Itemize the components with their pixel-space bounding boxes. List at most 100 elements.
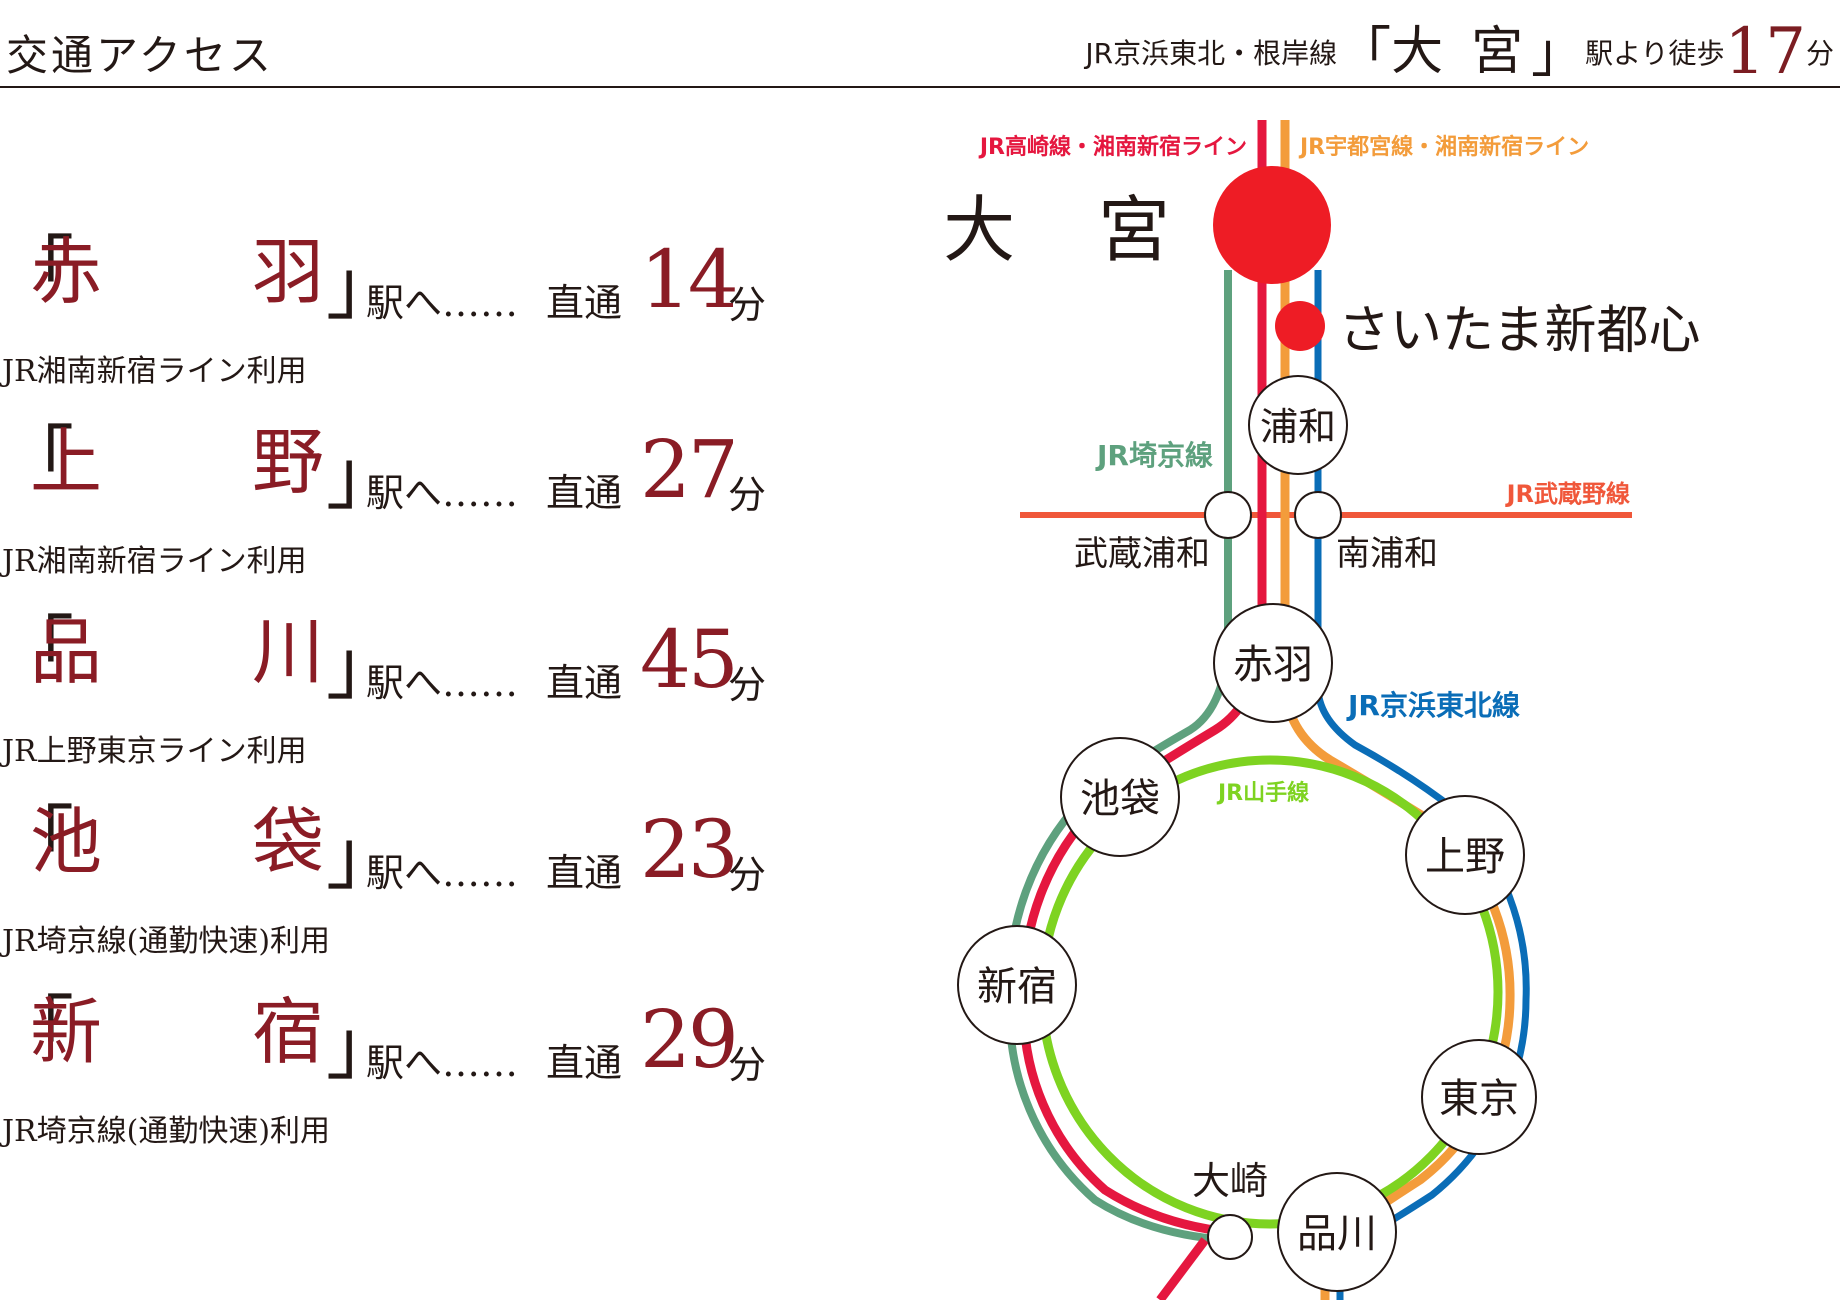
keihin-tohoku-line [1314, 270, 1530, 1300]
route-note: JR上野東京ライン利用 [2, 734, 307, 769]
station-char-2: 羽 [252, 230, 325, 314]
destination-shinagawa: 「 品 川 」 駅へ…… 直通 45 分 JR上野東京ライン利用 [0, 602, 780, 782]
ueno-station-marker [1405, 795, 1525, 915]
bracket-close: 」 [326, 624, 400, 710]
route-note: JR湘南新宿ライン利用 [2, 354, 307, 389]
takasaki-line-south [1156, 1237, 1209, 1300]
header-bracket-open: 「 [1337, 21, 1392, 84]
station-char-2: 宿 [252, 990, 325, 1074]
direct-label: 直通 [546, 661, 623, 705]
osaki-station-label: 大崎 [1192, 1159, 1268, 1203]
to-station-text: 駅へ…… [366, 1041, 519, 1085]
bracket-open: 「 [0, 608, 74, 694]
shinjuku-station-label: 新宿 [977, 964, 1057, 1010]
to-station-text: 駅へ…… [366, 471, 519, 515]
ueno-station-label: 上野 [1425, 834, 1505, 880]
destination-shinjuku: 「 新 宿 」 駅へ…… 直通 29 分 JR埼京線(通勤快速)利用 [0, 982, 780, 1162]
tokyo-station-label: 東京 [1439, 1076, 1519, 1122]
destination-akabane: 「 赤 羽 」 駅へ…… 直通 14 分 JR湘南新宿ライン利用 [0, 222, 780, 402]
ikebukuro-station-label: 池袋 [1080, 776, 1160, 822]
minami-urawa-label: 南浦和 [1336, 534, 1438, 574]
shinjuku-station-marker [957, 925, 1077, 1045]
utsunomiya-line-label: JR宇都宮線・湘南新宿ライン [1298, 134, 1589, 160]
destination-line: 「 新 宿 」 駅へ…… 直通 29 分 [0, 982, 780, 1092]
travel-minutes: 45 [640, 613, 739, 706]
musashino-line-label: JR武蔵野線 [1505, 480, 1630, 508]
bracket-open: 「 [0, 988, 74, 1074]
takasaki-line-label: JR高崎線・湘南新宿ライン [978, 134, 1247, 160]
header-line-name: JR京浜東北・根岸線 [1085, 37, 1338, 70]
direct-label: 直通 [546, 1041, 623, 1085]
station-char-2: 袋 [252, 800, 325, 884]
bracket-open: 「 [0, 798, 74, 884]
route-note: JR埼京線(通勤快速)利用 [2, 924, 331, 959]
musashi-urawa-marker [1204, 491, 1252, 539]
to-station-text: 駅へ…… [366, 661, 519, 705]
station-char-1: 赤 [30, 230, 103, 314]
direct-label: 直通 [546, 281, 623, 325]
station-char-1: 池 [30, 800, 103, 884]
header-minutes-unit: 分 [1805, 37, 1834, 70]
header-access-summary: JR京浜東北・根岸線 「 大宮 」 駅より徒歩 17 分 [1085, 6, 1834, 86]
destination-line: 「 赤 羽 」 駅へ…… 直通 14 分 [0, 222, 780, 332]
shinagawa-station-label: 品川 [1297, 1211, 1377, 1257]
header: 交通アクセス JR京浜東北・根岸線 「 大宮 」 駅より徒歩 17 分 [0, 0, 1840, 88]
minutes-unit: 分 [728, 853, 767, 897]
akabane-station-label: 赤羽 [1233, 642, 1313, 688]
travel-minutes: 23 [640, 803, 739, 896]
saitama-shintoshin-label: さいたま新都心 [1338, 301, 1700, 361]
station-char-2: 野 [252, 420, 325, 504]
tokyo-station-marker [1421, 1039, 1537, 1155]
station-char-1: 新 [30, 990, 103, 1074]
to-station-text: 駅へ…… [366, 851, 519, 895]
header-walk-minutes: 17 [1724, 15, 1806, 89]
saikyo-line-label: JR埼京線 [1095, 439, 1213, 472]
saitama-shintoshin-marker [1275, 301, 1325, 351]
station-char-1: 上 [30, 420, 103, 504]
bracket-close: 」 [326, 1004, 400, 1090]
route-note: JR埼京線(通勤快速)利用 [2, 1114, 331, 1149]
destination-line: 「 品 川 」 駅へ…… 直通 45 分 [0, 602, 780, 712]
to-station-text: 駅へ…… [366, 281, 519, 325]
urawa-station-marker [1248, 375, 1348, 475]
bracket-close: 」 [326, 434, 400, 520]
station-char-2: 川 [252, 610, 325, 694]
travel-minutes: 14 [640, 233, 739, 326]
yamanote-line-label: JR山手線 [1216, 780, 1309, 806]
destination-line: 「 上 野 」 駅へ…… 直通 27 分 [0, 412, 780, 522]
minutes-unit: 分 [728, 663, 767, 707]
omiya-station-label: 大 宮 [943, 188, 1200, 272]
header-walk-text: 駅より徒歩 [1585, 37, 1725, 70]
travel-minutes: 29 [640, 993, 739, 1086]
shinagawa-station-marker [1277, 1172, 1397, 1292]
bracket-close: 」 [326, 814, 400, 900]
minutes-unit: 分 [728, 1043, 767, 1087]
keihin-line-label: JR京浜東北線 [1346, 689, 1520, 722]
destination-ikebukuro: 「 池 袋 」 駅へ…… 直通 23 分 JR埼京線(通勤快速)利用 [0, 792, 780, 972]
bracket-open: 「 [0, 418, 74, 504]
osaki-station-marker [1207, 1214, 1253, 1260]
minami-urawa-marker [1294, 491, 1342, 539]
header-divider [0, 86, 1840, 88]
minutes-unit: 分 [728, 283, 767, 327]
akabane-station-marker [1213, 603, 1333, 723]
direct-label: 直通 [546, 471, 623, 515]
bracket-open: 「 [0, 228, 74, 314]
destination-line: 「 池 袋 」 駅へ…… 直通 23 分 [0, 792, 780, 902]
destination-ueno: 「 上 野 」 駅へ…… 直通 27 分 JR湘南新宿ライン利用 [0, 412, 780, 592]
bracket-close: 」 [326, 244, 400, 330]
urawa-station-label: 浦和 [1260, 405, 1336, 449]
ikebukuro-station-marker [1060, 737, 1180, 857]
station-char-1: 品 [30, 610, 103, 694]
page-title: 交通アクセス [6, 31, 274, 80]
direct-label: 直通 [546, 851, 623, 895]
header-station: 大宮 [1391, 22, 1552, 82]
omiya-station-marker [1213, 166, 1331, 284]
route-note: JR湘南新宿ライン利用 [2, 544, 307, 579]
minutes-unit: 分 [728, 473, 767, 517]
travel-minutes: 27 [640, 423, 739, 516]
musashi-urawa-label: 武蔵浦和 [1074, 534, 1210, 574]
header-bracket-close: 」 [1531, 21, 1586, 84]
utsunomiya-line [1280, 120, 1515, 1300]
